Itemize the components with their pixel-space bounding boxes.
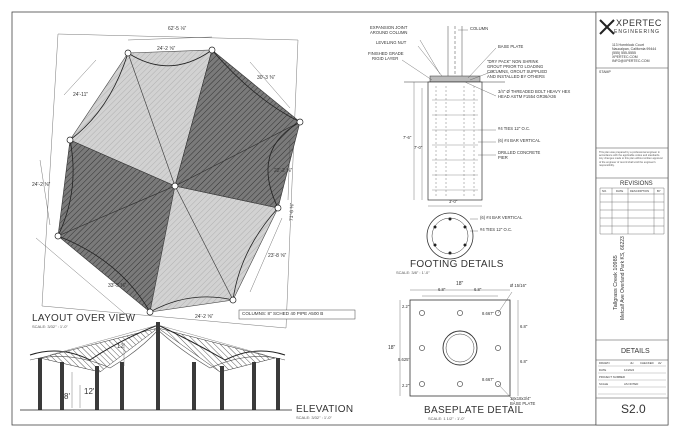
label-threaded-bolt: 3/4" Ø THREADED BOLT HEAVY HEX	[498, 89, 571, 94]
label-finished-grade: FINISHED GRADE	[368, 51, 404, 56]
dim-6: 71'-6 ⅜"	[289, 202, 296, 221]
column-note: COLUMNS: 8" SCHED 40 PIPE A500 B	[242, 311, 324, 316]
baseplate-scale: SCALE: 1 1/2" : 1'-0"	[428, 416, 465, 421]
sheet-title: DETAILS	[621, 348, 650, 355]
company-name: XPERTEC	[616, 18, 662, 28]
label-grout-supplied: COLUMNS, GROUT SUPPLIED	[487, 69, 548, 74]
bp-dim-edge-top: 2.2"	[402, 304, 410, 309]
bp-note-plate: BASE PLATE	[510, 401, 536, 406]
stamp-label: STAMP	[599, 70, 611, 74]
bp-dim-diag-top: 8.667"	[482, 311, 494, 316]
bp-dim-hole: Ø 15/16"	[510, 283, 527, 288]
layout-view-scale: SCALE: 3/32" : 1'-0"	[32, 324, 68, 329]
label-drilled-pier: DRILLED CONCRETE	[498, 150, 541, 155]
footing-label-ties: #4 TIES 12" O.C.	[480, 227, 513, 232]
bp-note-size: 18x18x3/4"	[510, 396, 531, 401]
bp-dim-edge-bottom: 2.2"	[402, 383, 410, 388]
footing-scale: SCALE: 3/8" : 1'-0"	[396, 270, 430, 275]
footing-section	[426, 212, 478, 260]
label-expansion-joint: EXPANSION JOINT	[370, 25, 408, 30]
footing-label-bars: (6) #4 BAR VERTICAL	[480, 215, 523, 220]
sheet-number: S2.0	[621, 402, 646, 416]
column-section	[401, 26, 505, 207]
info-project-number-label: PROJECT NUMBER	[599, 375, 625, 379]
address-line-2: Naucalpan, California 99444	[612, 47, 657, 51]
info-checked-label: CHECKED	[640, 361, 654, 365]
label-column: COLUMN	[470, 26, 489, 31]
xpertec-logo-icon	[599, 19, 615, 35]
dim-3: 24'-11"	[73, 92, 88, 98]
label-leveling-nut: LEVELING NUT	[376, 40, 407, 45]
address-line-3: (555) 555-5555	[612, 51, 636, 55]
bp-dim-left-half: 6.8"	[438, 287, 446, 292]
label-ties: #4 TIES 12" O.C.	[498, 126, 531, 131]
rev-header-date: DATE	[616, 189, 624, 193]
project-name: Tallgrass Creek 10985	[613, 255, 619, 310]
project-address: Metcalf Ave Overland Park KS, 66223	[620, 236, 626, 320]
elevation-view	[20, 322, 292, 411]
elevation-scale: SCALE: 3/32" : 1'-0"	[296, 415, 332, 420]
info-scale-label: SCALE	[599, 382, 609, 386]
rev-header-by: BY	[657, 189, 661, 193]
rev-header-no: NO.	[602, 189, 607, 193]
address-line-5: INFO@XPERTEC.COM	[612, 59, 650, 63]
bp-dim-right-half: 6.8"	[474, 287, 482, 292]
label-dry-pack: "DRY PACK" NON SHRINK	[487, 59, 539, 64]
dim-1: 24'-2 ⅝"	[157, 46, 176, 52]
dim-pier-depth: 7'-6"	[403, 135, 412, 140]
baseplate-plan	[399, 289, 519, 403]
info-drawn-label: DRAWN	[599, 361, 610, 365]
bp-dim-height: 18"	[388, 345, 396, 351]
rev-header-description: DESCRIPTION	[630, 189, 650, 193]
dim-5: 24'-2 ⅜"	[32, 182, 51, 188]
label-pier: PIER	[498, 155, 508, 160]
info-scale-value: AS NOTED	[624, 382, 639, 386]
elevation-dim-height: 12'	[84, 387, 95, 396]
bp-dim-right-bottom: 6.8"	[520, 359, 528, 364]
info-checked-value: AV	[658, 361, 662, 365]
elevation-dim-top: 12'	[117, 344, 125, 350]
dim-top: 62'-5 ⅛"	[168, 26, 187, 32]
title-block	[595, 11, 669, 426]
dim-4: 22'-2 ⅝"	[274, 168, 293, 174]
company-subtitle: ENGINEERING	[614, 29, 661, 35]
label-base-plate: BASE PLATE	[498, 44, 524, 49]
bp-dim-right-top: 6.8"	[520, 324, 528, 329]
dim-8: 23'-8 ⅝"	[268, 253, 287, 259]
revisions-title: REVISIONS	[620, 181, 653, 187]
label-grout-prior: GROUT PRIOR TO LOADING	[487, 64, 544, 69]
dim-2: 30'-3 ⅜"	[257, 75, 276, 81]
bp-dim-diag-bottom: 8.667"	[482, 377, 494, 382]
label-bar-vertical: (6) #4 BAR VERTICAL	[498, 138, 541, 143]
label-rigid-layer: RIGID LAYER	[372, 56, 399, 61]
bp-dim-overall: 18"	[456, 281, 464, 287]
address-line-4: XPERTEC.COM	[612, 55, 638, 59]
label-astm: HEAD ASTM F1554 GR36/A36	[498, 94, 556, 99]
footing-title: FOOTING DETAILS	[410, 259, 504, 270]
dim-pier-depth-2: 7'-0"	[414, 145, 423, 150]
info-date-label: DATE	[599, 368, 607, 372]
info-drawn-value: JH	[630, 361, 634, 365]
dim-7: 33'-5 ⅜"	[108, 283, 127, 289]
label-around-column: AROUND COLUMN	[370, 30, 408, 35]
dim-9: 24'-2 ⅝"	[195, 314, 214, 320]
address-line-1: 113 Hornblock Court	[612, 43, 644, 47]
layout-view-title: LAYOUT OVER VIEW	[32, 313, 136, 324]
elevation-dim-low: 8'	[64, 392, 70, 401]
dim-pier-width: 3'-0"	[449, 199, 458, 204]
info-date-value: 12/2024	[624, 368, 635, 372]
baseplate-title: BASEPLATE DETAIL	[424, 405, 524, 416]
bp-dim-pipe: 8.625"	[398, 357, 410, 362]
elevation-title: ELEVATION	[296, 404, 354, 415]
engineer-note: This plan was prepared by a professional…	[599, 151, 663, 167]
layout-over-view: 62'-5 ⅛" 24'-2 ⅝" 30'-3 ⅜" 24'-11" 22'-2…	[32, 26, 356, 329]
label-installed-by: AND INSTALLED BY OTHERS	[487, 74, 545, 79]
